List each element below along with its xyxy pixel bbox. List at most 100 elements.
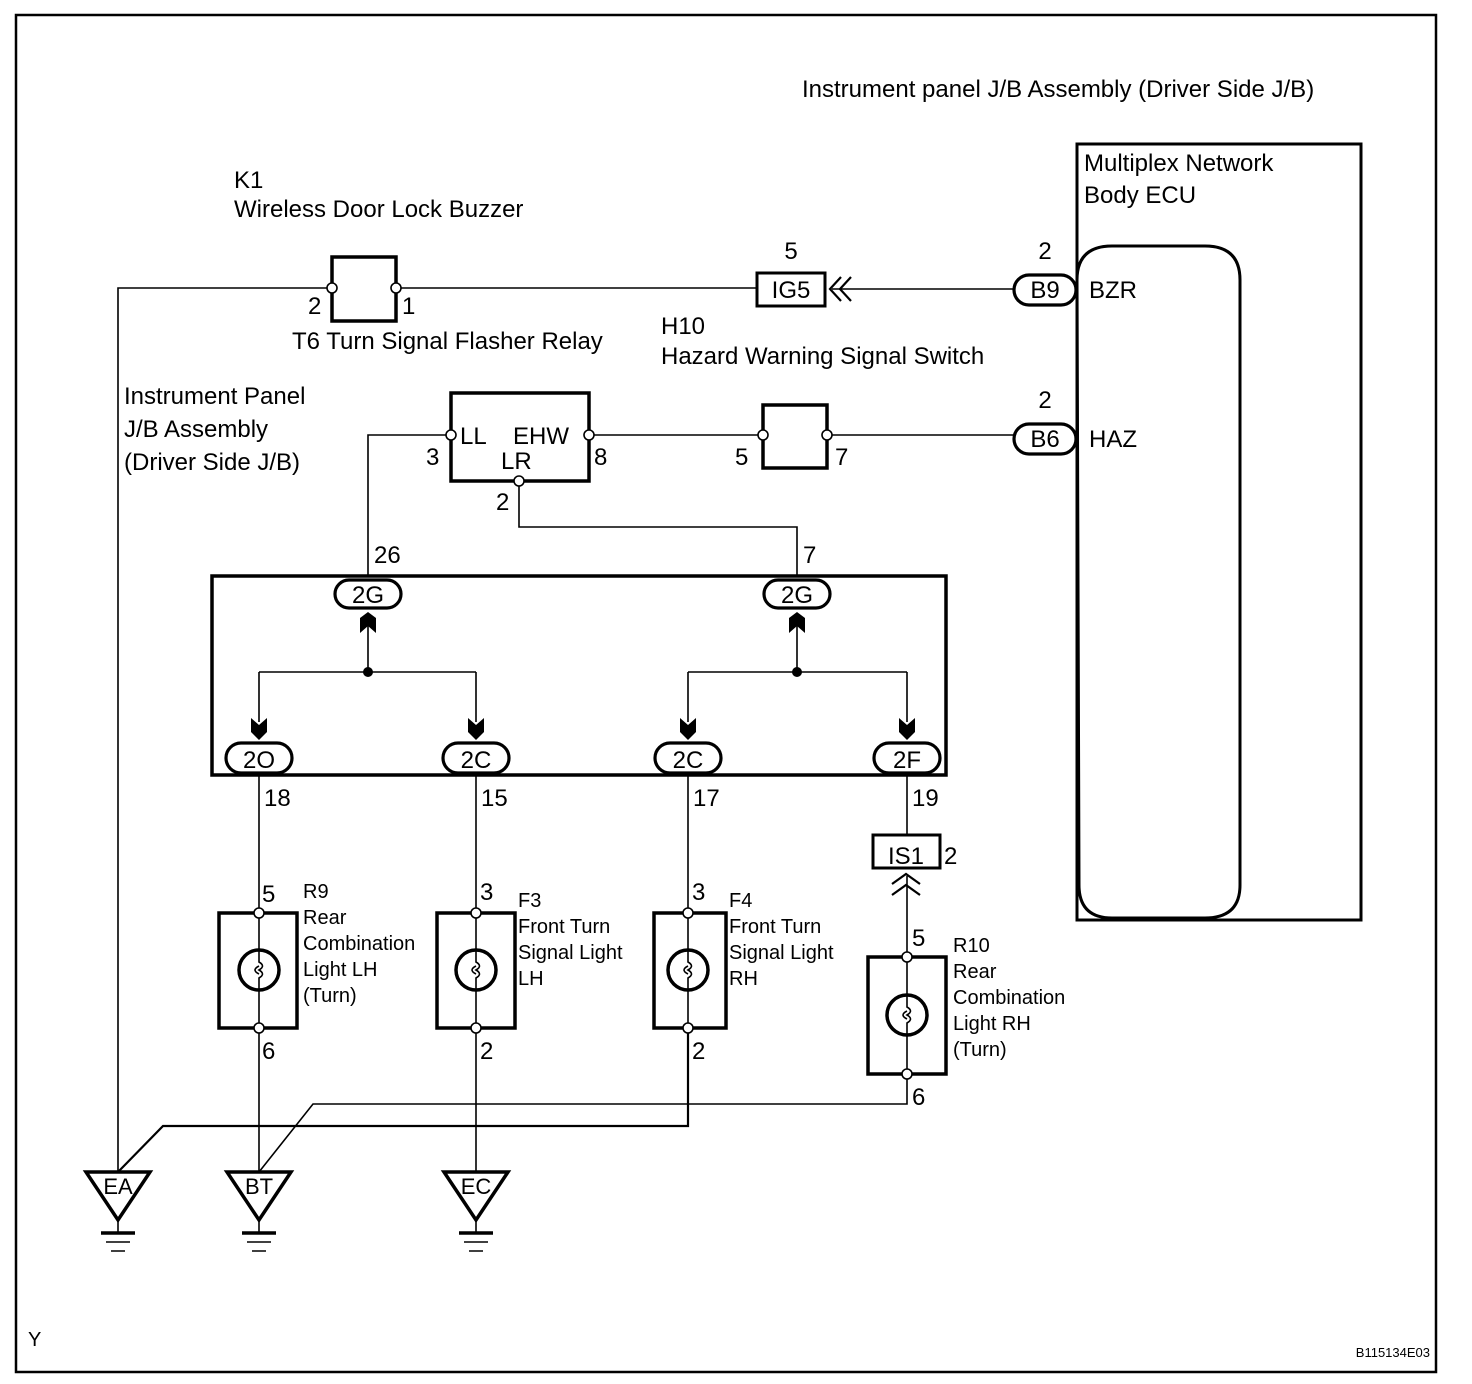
- arrow-down-icon: [468, 718, 484, 740]
- t6-pin-ehw-label: 8: [594, 444, 607, 471]
- r9-pin-5: [253, 907, 265, 919]
- t6-label: T6 Turn Signal Flasher Relay: [292, 328, 603, 355]
- wire-r10-to-bt: [258, 1079, 908, 1173]
- h10-pin-7: [821, 429, 833, 441]
- f4-pin-top: 3: [692, 879, 705, 906]
- r9-pin-6: [253, 1022, 265, 1034]
- h10-code: H10: [661, 313, 705, 340]
- h10-pin-5: [757, 429, 769, 441]
- r9-name-line4: (Turn): [303, 985, 357, 1007]
- connector-2g-left: [333, 578, 403, 610]
- r9-pin-top: 5: [262, 881, 275, 908]
- f3-name-line2: Signal Light: [518, 942, 623, 964]
- ecu-terminal-haz: HAZ: [1089, 426, 1137, 453]
- connector-b6: B6 2: [1012, 387, 1078, 456]
- k1-pin-2: [326, 282, 338, 294]
- ground-ea: EA: [82, 1170, 154, 1252]
- jb-input-pin-26: 26: [374, 542, 401, 569]
- connector-b9-label: B9: [1030, 277, 1059, 304]
- f4-pin-bottom: 2: [692, 1038, 705, 1065]
- k1-name: Wireless Door Lock Buzzer: [234, 196, 523, 223]
- connector-b6-pin: 2: [1038, 387, 1051, 414]
- connector-2f-label: 2F: [893, 747, 921, 774]
- ground-bt: BT: [223, 1170, 295, 1252]
- arrow-up-icon: [789, 612, 805, 633]
- k1-pin-2-label: 2: [308, 293, 321, 320]
- h10-hazard-switch: 5 7: [735, 403, 848, 471]
- figure-id: B115134E03: [1356, 1345, 1430, 1360]
- r10-pin-5: [901, 951, 913, 963]
- f3-pin-3: [470, 907, 482, 919]
- ecu-inner-box: [1075, 244, 1242, 920]
- f4-name-line2: Signal Light: [729, 942, 834, 964]
- ecu-outer-box: [1075, 142, 1363, 922]
- connector-2f: [872, 741, 942, 775]
- jb-left-label-line1: Instrument Panel: [124, 383, 305, 410]
- ground-bt-label: BT: [245, 1174, 273, 1199]
- arrow-down-icon: [899, 718, 915, 740]
- r10-code: R10: [953, 935, 990, 957]
- r9-name-line2: Combination: [303, 933, 415, 955]
- ecu-terminal-bzr: BZR: [1089, 277, 1137, 304]
- r10-name-line1: Rear: [953, 961, 997, 983]
- r10-pin-top: 5: [912, 925, 925, 952]
- connector-2c-right: [653, 741, 723, 775]
- t6-terminal-ehw: EHW: [513, 423, 569, 450]
- f4-name-line3: RH: [729, 968, 758, 990]
- r10-rear-combination-light-rh: 5 6 R10 Rear Combination Light RH (Turn): [866, 925, 1065, 1111]
- connector-is1-pin: 2: [944, 843, 957, 870]
- connector-b6-label: B6: [1030, 426, 1059, 453]
- connector-2c-right-label: 2C: [673, 747, 704, 774]
- connector-2c-left: [441, 741, 511, 775]
- t6-pin-ll: [445, 429, 457, 441]
- connector-2g-right-label: 2G: [781, 582, 813, 609]
- connector-b9: B9 2: [1012, 238, 1078, 307]
- wire-k1-to-ea: [117, 287, 327, 1172]
- connector-2g-right: [762, 578, 832, 610]
- t6-pin-lr: [513, 475, 525, 487]
- t6-pin-ehw: [583, 429, 595, 441]
- multiplex-network-body-ecu: Multiplex Network Body ECU BZR HAZ: [1075, 142, 1363, 922]
- connector-2c-left-label: 2C: [461, 747, 492, 774]
- ground-ea-label: EA: [103, 1174, 133, 1199]
- t6-flasher-relay: LL EHW LR 3 8 2: [426, 391, 607, 516]
- jb-internal-block: 2G 2G 2O 2C 2C 2F: [210, 574, 948, 777]
- r10-pin-6: [901, 1068, 913, 1080]
- k1-pin-1: [390, 282, 402, 294]
- connector-ig5: IG5 5: [755, 238, 852, 308]
- k1-buzzer: 2 1: [308, 255, 415, 323]
- r10-name-line4: (Turn): [953, 1039, 1007, 1061]
- h10-pin-5-label: 5: [735, 444, 748, 471]
- r10-pin-bottom: 6: [912, 1084, 925, 1111]
- jb-output-pin-17: 17: [693, 785, 720, 812]
- r9-name-line1: Rear: [303, 907, 347, 929]
- f3-code: F3: [518, 890, 541, 912]
- wire-f4-to-ea: [117, 1033, 690, 1173]
- connector-is1-label: IS1: [888, 843, 924, 870]
- r10-name-line3: Light RH: [953, 1013, 1031, 1035]
- t6-pin-ll-label: 3: [426, 444, 439, 471]
- jb-left-label-line2: J/B Assembly: [124, 416, 268, 443]
- jb-output-pin-15: 15: [481, 785, 508, 812]
- f3-pin-2: [470, 1022, 482, 1034]
- arrow-up-icon: [360, 612, 376, 633]
- r9-rear-combination-light-lh: 5 6 R9 Rear Combination Light LH (Turn): [217, 881, 415, 1065]
- jb-output-pin-18: 18: [264, 785, 291, 812]
- ecu-title-line1: Multiplex Network: [1084, 150, 1274, 177]
- jb-right-label: Instrument panel J/B Assembly (Driver Si…: [802, 76, 1314, 103]
- t6-terminal-ll: LL: [460, 423, 487, 450]
- t6-terminal-lr: LR: [501, 448, 532, 475]
- junction-dot: [792, 667, 802, 677]
- r9-pin-bottom: 6: [262, 1038, 275, 1065]
- connector-is1: IS1 2: [871, 833, 957, 896]
- f3-name-line1: Front Turn: [518, 916, 610, 938]
- jb-left-label-line3: (Driver Side J/B): [124, 449, 300, 476]
- diagram-frame: [14, 13, 1438, 1374]
- f3-name-line3: LH: [518, 968, 544, 990]
- f4-pin-2: [682, 1022, 694, 1034]
- k1-code: K1: [234, 167, 263, 194]
- ground-ec: EC: [440, 1170, 512, 1252]
- f3-pin-top: 3: [480, 879, 493, 906]
- r9-name-line3: Light LH: [303, 959, 378, 981]
